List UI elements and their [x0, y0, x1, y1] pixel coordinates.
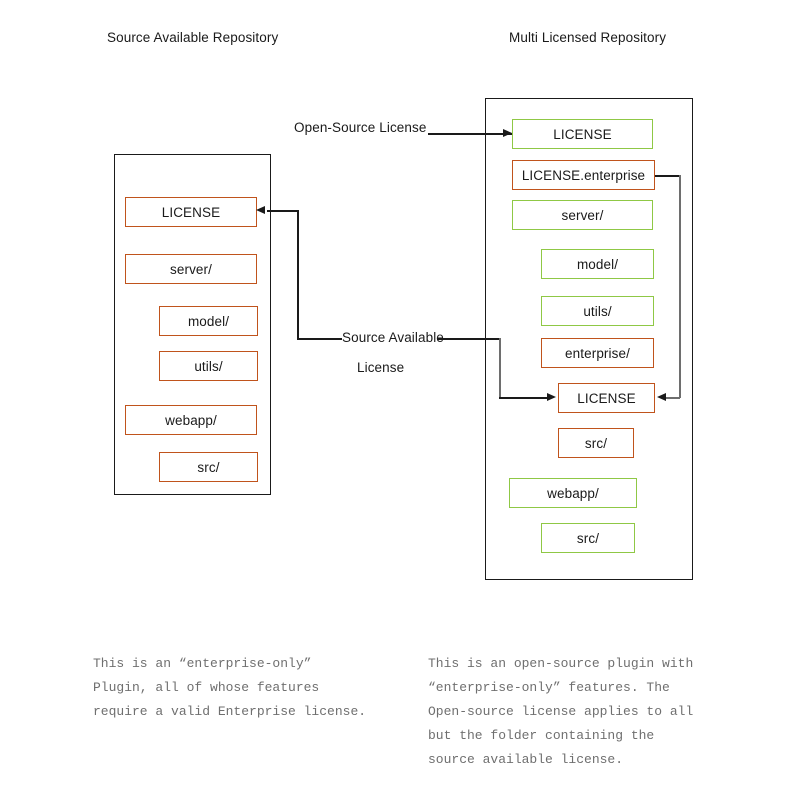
node-label: server/ [561, 207, 604, 223]
connector-enterprise-horizontal-bottom [666, 397, 680, 399]
connector-source-available-horizontal-bottom [499, 397, 547, 399]
right-node-enterprise-src[interactable]: src/ [558, 428, 634, 458]
right-node-license-enterprise[interactable]: LICENSE.enterprise [512, 160, 655, 190]
arrowhead-open-source [503, 129, 512, 137]
left-node-server[interactable]: server/ [125, 254, 257, 284]
node-label: server/ [170, 261, 212, 277]
connector-source-available-vertical [499, 338, 501, 399]
connector-enterprise-horizontal-top [655, 175, 681, 177]
node-label: LICENSE.enterprise [521, 167, 646, 183]
node-label: enterprise/ [565, 345, 630, 361]
node-label: LICENSE [161, 204, 221, 220]
connector-source-available-horizontal-top [437, 338, 501, 340]
connector-open-source-horizontal [428, 133, 512, 135]
node-label: utils/ [583, 303, 612, 319]
right-caption: This is an open-source plugin with “ente… [428, 656, 694, 767]
right-node-license[interactable]: LICENSE [512, 119, 653, 149]
right-repo-title: Multi Licensed Repository [509, 30, 667, 45]
left-repo-frame [114, 154, 271, 495]
node-label: model/ [576, 256, 619, 272]
node-label: src/ [584, 435, 608, 451]
connector-left-license-horizontal-top [267, 210, 298, 212]
edge-label-source-available-line2: License [357, 360, 405, 375]
connector-left-license-vertical [297, 210, 299, 339]
right-node-webapp[interactable]: webapp/ [509, 478, 637, 508]
connector-left-license-horizontal-bottom [297, 338, 342, 340]
left-repo-title: Source Available Repository [107, 30, 279, 45]
arrowhead-left-license [256, 206, 265, 214]
arrowhead-enterprise-license [657, 393, 666, 401]
left-caption: This is an “enterprise-only” Plugin, all… [93, 656, 367, 719]
node-label: LICENSE [553, 126, 612, 142]
node-label: webapp/ [547, 485, 599, 501]
node-label: src/ [576, 530, 600, 546]
node-label: utils/ [194, 358, 223, 374]
node-label: LICENSE [577, 390, 636, 406]
connector-enterprise-vertical [679, 175, 681, 398]
left-node-webapp[interactable]: webapp/ [125, 405, 257, 435]
left-node-src[interactable]: src/ [159, 452, 258, 482]
right-node-enterprise[interactable]: enterprise/ [541, 338, 654, 368]
right-node-enterprise-license[interactable]: LICENSE [558, 383, 655, 413]
left-node-utils[interactable]: utils/ [159, 351, 258, 381]
right-node-server[interactable]: server/ [512, 200, 653, 230]
right-node-model[interactable]: model/ [541, 249, 654, 279]
edge-label-source-available-line1: Source Available [342, 330, 444, 345]
arrowhead-source-available [547, 393, 556, 401]
left-node-license[interactable]: LICENSE [125, 197, 257, 227]
edge-label-open-source-license: Open-Source License [294, 120, 427, 135]
left-node-model[interactable]: model/ [159, 306, 258, 336]
node-label: src/ [197, 459, 220, 475]
node-label: webapp/ [165, 412, 217, 428]
right-node-webapp-src[interactable]: src/ [541, 523, 635, 553]
right-node-utils[interactable]: utils/ [541, 296, 654, 326]
node-label: model/ [187, 313, 230, 329]
